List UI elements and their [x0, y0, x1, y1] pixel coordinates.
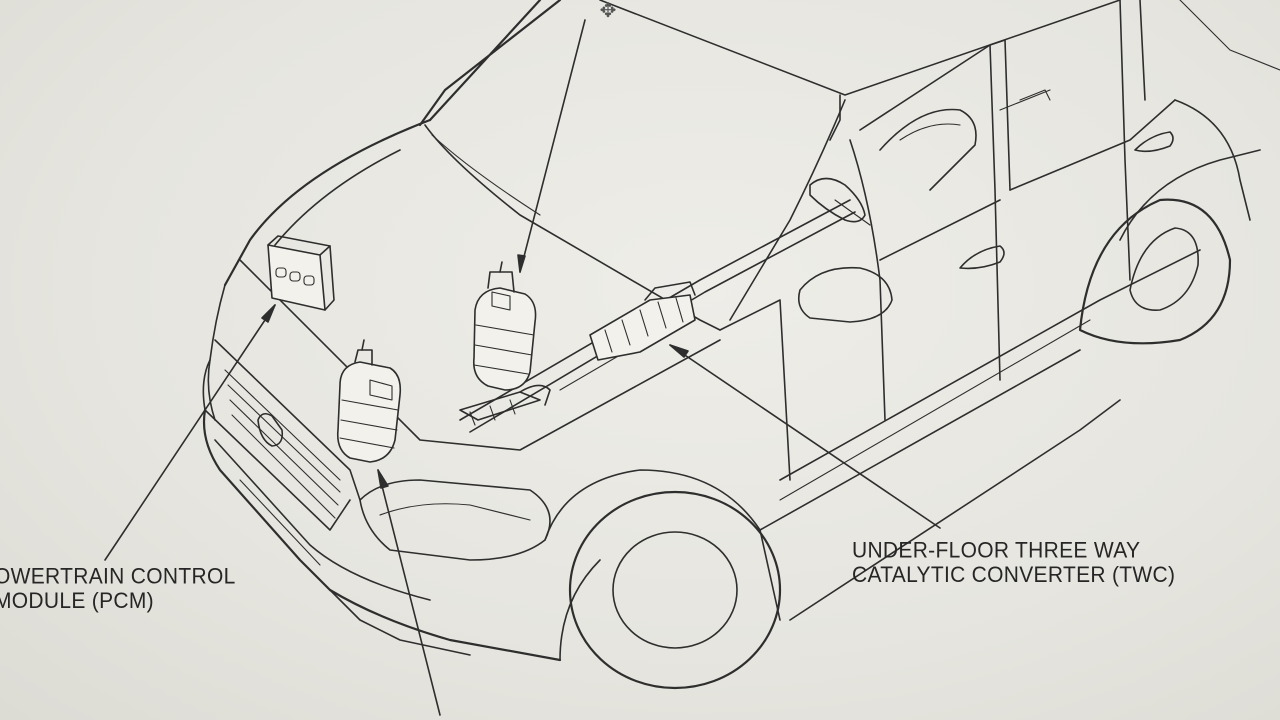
car-body — [202, 0, 1280, 690]
leader-lines — [104, 19, 941, 716]
move-cursor-icon: ✥ — [599, 0, 617, 22]
twc-label-line-1: UNDER-FLOOR THREE WAY — [852, 538, 1141, 563]
exhaust-pipe — [459, 199, 856, 433]
pcm-label-line-2: MODULE (PCM) — [0, 589, 154, 614]
pcm-module — [267, 235, 335, 311]
catalytic-converter — [589, 281, 696, 361]
center-sensor-component — [459, 261, 551, 426]
front-sensor-component — [336, 339, 402, 463]
twc-label-line-2: CATALYTIC CONVERTER (TWC) — [852, 563, 1176, 588]
pcm-label-line-1: OWERTRAIN CONTROL — [0, 564, 236, 589]
